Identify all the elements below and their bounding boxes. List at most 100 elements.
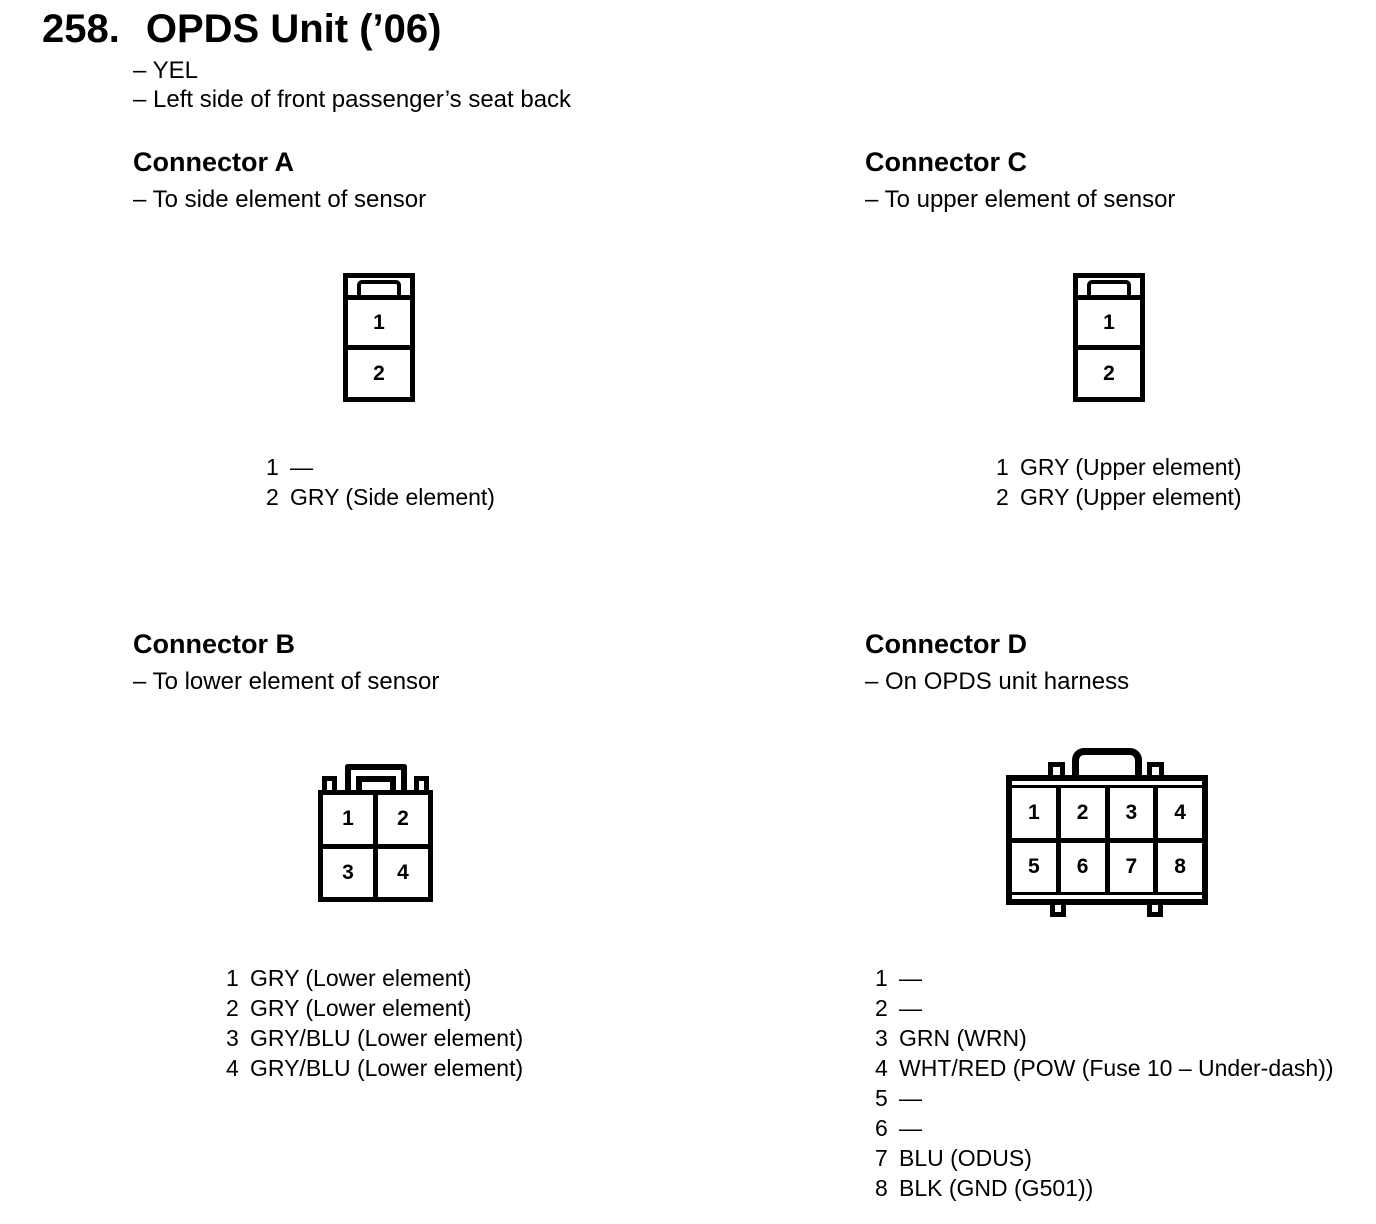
connector-d-pin-grid: 1 2 3 4 5 6 7 8 — [1012, 788, 1202, 892]
pin-row: 3 GRY/BLU (Lower element) — [226, 1023, 523, 1053]
pin-row: 8 BLK (GND (G501)) — [875, 1173, 1334, 1203]
pin-number: 1 — [875, 965, 888, 991]
pin-number: 5 — [875, 1085, 888, 1111]
pin-label: BLU (ODUS) — [899, 1145, 1032, 1171]
connector-d-pin-cell-8: 8 — [1158, 842, 1202, 892]
connector-d-pin-cell-2: 2 — [1060, 788, 1105, 838]
connector-a-heading: Connector A — [133, 147, 294, 177]
pin-label: WHT/RED (POW (Fuse 10 – Under-dash)) — [899, 1055, 1334, 1081]
pin-row: 1 GRY (Upper element) — [996, 452, 1242, 482]
pin-number: 4 — [226, 1055, 239, 1081]
connector-d-top-rim — [1012, 781, 1202, 788]
section-connector-b-head: Connector B – To lower element of sensor — [133, 627, 439, 696]
pin-number: 7 — [875, 1145, 888, 1171]
connector-b-pin-cell-2: 2 — [378, 795, 428, 844]
note-line: – Left side of front passenger’s seat ba… — [133, 86, 572, 113]
pin-number: 6 — [875, 1115, 888, 1141]
pin-row: 2 GRY (Lower element) — [226, 993, 523, 1023]
pin-number: 4 — [875, 1055, 888, 1081]
connector-d-pin-cell-7: 7 — [1109, 842, 1154, 892]
page-title-text: OPDS Unit (’06) — [145, 7, 442, 51]
pin-number: 3 — [226, 1025, 239, 1051]
pin-label: GRY/BLU (Lower element) — [250, 1025, 524, 1051]
latch-tab-inner-icon — [355, 776, 396, 790]
pin-label: GRY (Upper element) — [1020, 454, 1242, 480]
connector-b-pin-cell-1: 1 — [323, 795, 373, 844]
connector-b-subtitle: – To lower element of sensor — [133, 668, 440, 695]
pin-number: 1 — [996, 454, 1009, 480]
connector-b-pin-grid: 1 2 3 4 — [323, 795, 428, 897]
connector-c-pin-cell-2: 2 — [1103, 361, 1115, 385]
corner-bump-icon — [414, 776, 429, 790]
connector-d-bottom-rim — [1012, 892, 1202, 899]
connector-a-diagram: 1 2 — [343, 273, 415, 402]
connector-b-pin-list: 1 GRY (Lower element) 2 GRY (Lower eleme… — [226, 963, 523, 1083]
pin-label: — — [290, 454, 313, 480]
pin-row: 2 — — [875, 993, 1334, 1023]
pin-number: 8 — [875, 1175, 888, 1201]
connector-d-pin-cell-3: 3 — [1109, 788, 1154, 838]
connector-d-pin-cell-4: 4 — [1158, 788, 1202, 838]
connector-b-pin-cell-4: 4 — [378, 848, 428, 897]
note-line: – YEL — [133, 57, 198, 84]
title-notes: – YEL – Left side of front passenger’s s… — [133, 56, 571, 114]
pin-label: BLK (GND (G501)) — [899, 1175, 1094, 1201]
connector-d-pin-cell-5: 5 — [1012, 842, 1056, 892]
connector-d-pin-cell-6: 6 — [1060, 842, 1105, 892]
latch-tab-icon — [1087, 280, 1131, 295]
corner-bump-icon — [322, 776, 337, 790]
connector-d-pin-cell-1: 1 — [1012, 788, 1056, 838]
pin-row: 7 BLU (ODUS) — [875, 1143, 1334, 1173]
pin-label: GRY (Side element) — [290, 484, 495, 510]
corner-bump-icon — [1048, 762, 1065, 775]
pin-row: 3 GRN (WRN) — [875, 1023, 1334, 1053]
connector-c-subtitle: – To upper element of sensor — [865, 186, 1176, 213]
mount-tab-icon — [1147, 905, 1163, 917]
pin-row: 1 — — [875, 963, 1334, 993]
pin-number: 3 — [875, 1025, 888, 1051]
pin-number: 2 — [875, 995, 888, 1021]
pin-row: 1 — — [266, 452, 495, 482]
connector-c-pin-cell-1: 1 — [1078, 300, 1140, 350]
connector-a-subtitle: – To side element of sensor — [133, 186, 427, 213]
pin-label: — — [899, 965, 922, 991]
latch-tab-icon — [357, 280, 401, 295]
latch-handle-icon — [1072, 748, 1142, 775]
latch-tab-outer-icon — [344, 764, 407, 790]
connector-c-heading: Connector C — [865, 147, 1027, 177]
connector-d-diagram: 1 2 3 4 5 6 7 8 — [1006, 748, 1208, 917]
corner-bump-icon — [1147, 762, 1164, 775]
connector-a-pin-cell-2: 2 — [373, 361, 385, 385]
mount-tab-icon — [1050, 905, 1066, 917]
pin-label: GRY (Lower element) — [250, 965, 472, 991]
page-title: 258. OPDS Unit (’06) — [42, 6, 441, 52]
pin-number: 2 — [226, 995, 239, 1021]
connector-a-latch-band — [348, 278, 410, 300]
pin-row: 4 WHT/RED (POW (Fuse 10 – Under-dash)) — [875, 1053, 1334, 1083]
section-connector-d-head: Connector D – On OPDS unit harness — [865, 627, 1129, 696]
connector-b-pin-cell-3: 3 — [323, 848, 373, 897]
pin-row: 5 — — [875, 1083, 1334, 1113]
pin-label: — — [899, 995, 922, 1021]
pin-number: 1 — [226, 965, 239, 991]
pin-number: 2 — [266, 484, 279, 510]
connector-d-heading: Connector D — [865, 629, 1027, 659]
connector-b-diagram: 1 2 3 4 — [318, 764, 433, 902]
pin-label: — — [899, 1115, 922, 1141]
connector-a-pin-list: 1 — 2 GRY (Side element) — [266, 452, 495, 512]
pin-label: — — [899, 1085, 922, 1111]
connector-c-diagram: 1 2 — [1073, 273, 1145, 402]
pin-label: GRY (Lower element) — [250, 995, 472, 1021]
pin-row: 1 GRY (Lower element) — [226, 963, 523, 993]
pin-row: 2 GRY (Side element) — [266, 482, 495, 512]
connector-c-latch-band — [1078, 278, 1140, 300]
pin-row: 4 GRY/BLU (Lower element) — [226, 1053, 523, 1083]
pin-label: GRY/BLU (Lower element) — [250, 1055, 524, 1081]
connector-a-pin-cell-1: 1 — [348, 300, 410, 350]
pin-number: 1 — [266, 454, 279, 480]
pin-number: 2 — [996, 484, 1009, 510]
section-connector-a-head: Connector A – To side element of sensor — [133, 145, 426, 214]
page-title-number: 258. — [42, 7, 120, 51]
pin-label: GRN (WRN) — [899, 1025, 1027, 1051]
